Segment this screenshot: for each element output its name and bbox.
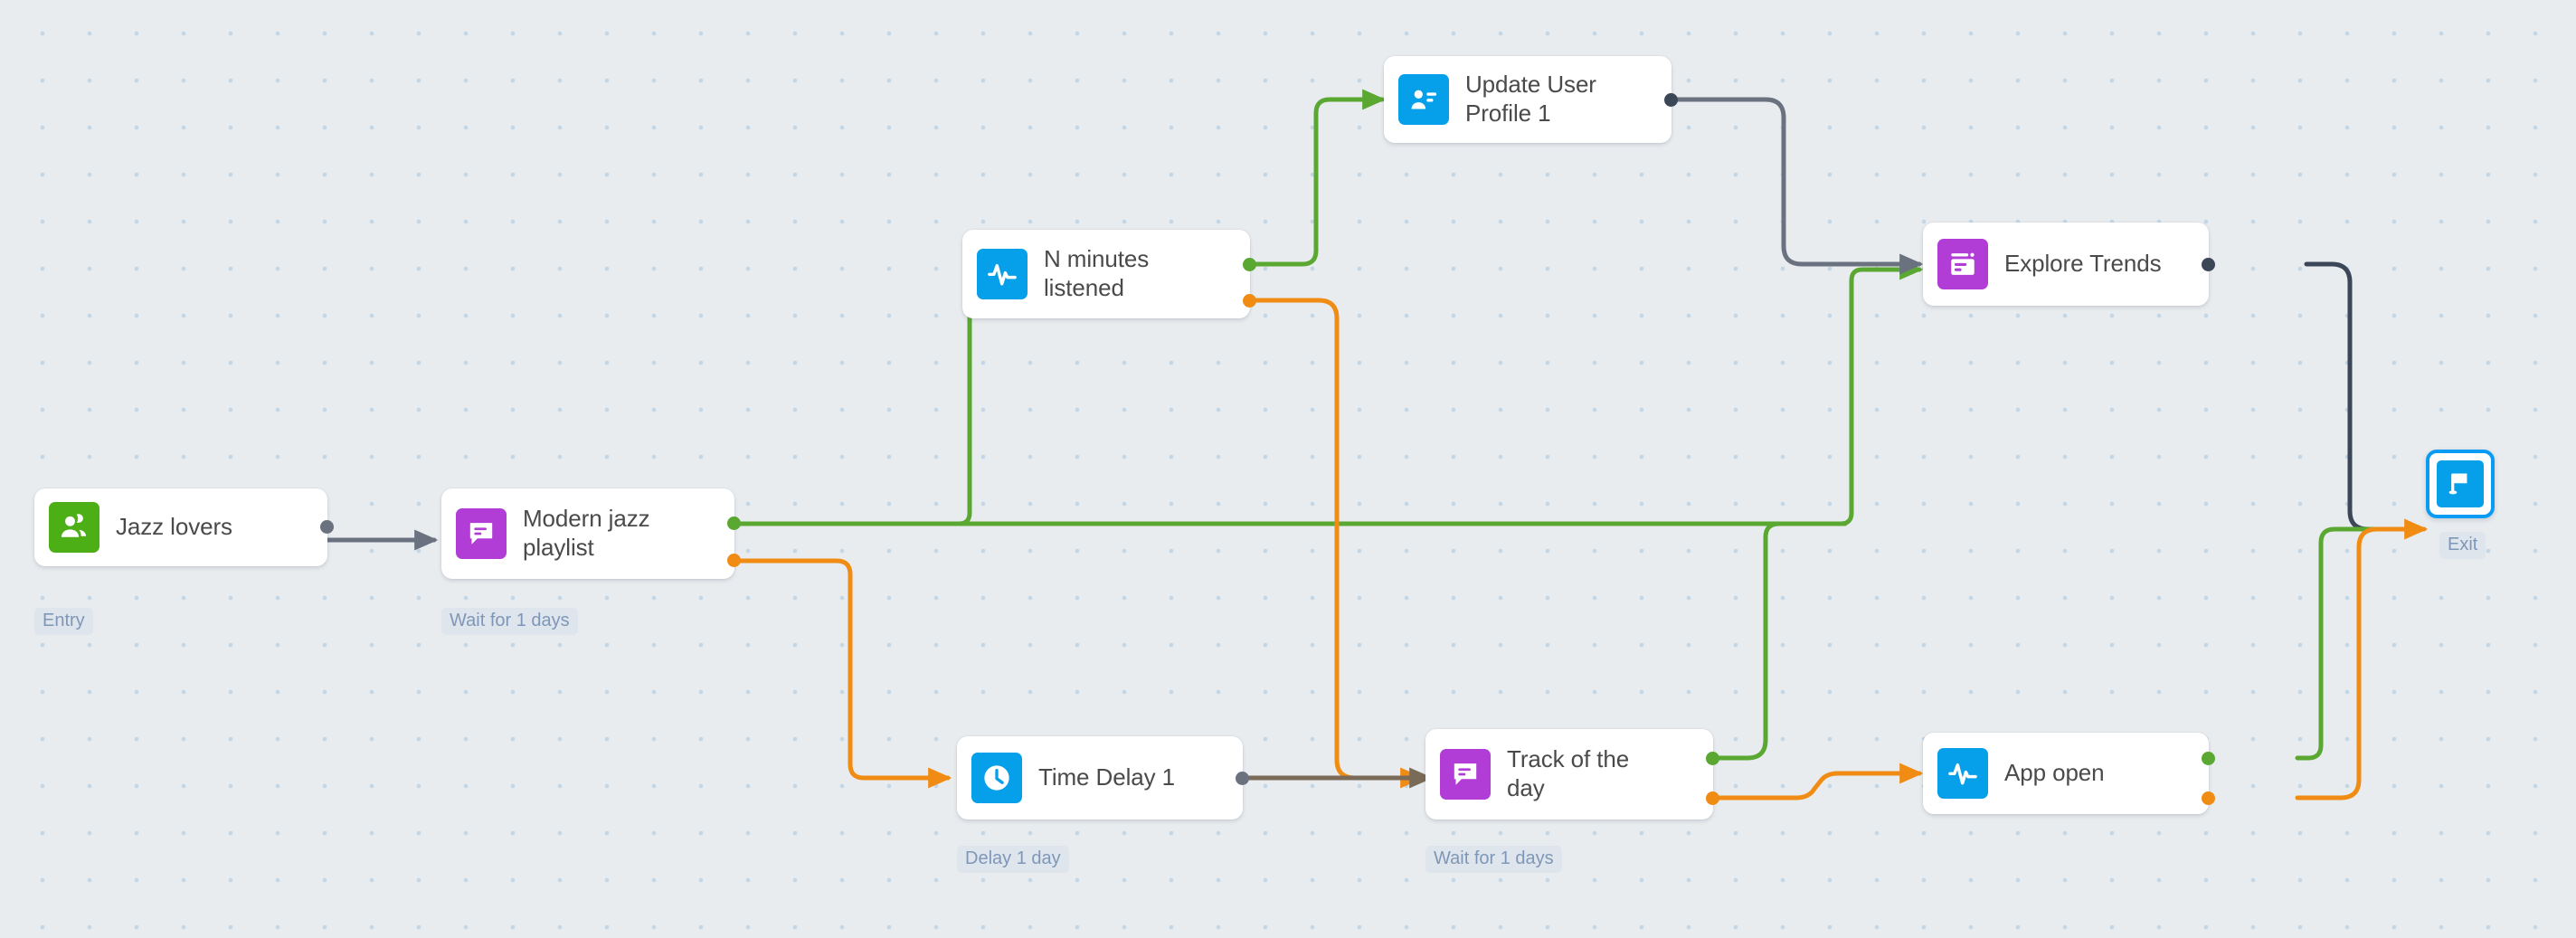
output-port-orange[interactable]: [727, 554, 741, 567]
output-port-green[interactable]: [1706, 752, 1719, 765]
node-title: Jazz lovers: [116, 513, 232, 541]
caption-exit: Exit: [2439, 532, 2486, 559]
output-port-green[interactable]: [2202, 752, 2215, 765]
node-title: Modern jazz playlist: [523, 505, 650, 561]
edge-explore-trends-to-exit: [2304, 261, 2420, 532]
node-exit[interactable]: [2426, 450, 2495, 518]
output-port-orange[interactable]: [1243, 294, 1256, 308]
audience-people-icon: [49, 502, 99, 553]
caption-delay: Delay 1 day: [957, 846, 1069, 873]
node-title: Explore Trends: [2004, 250, 2162, 278]
flag-icon: [2437, 460, 2484, 507]
in-app-message-icon: [1440, 749, 1491, 800]
in-app-window-icon: [1937, 239, 1988, 289]
output-port-green[interactable]: [1243, 258, 1256, 271]
edge-n-minutes-to-track-of-day: [1247, 298, 1425, 789]
node-update-user-profile-1[interactable]: Update User Profile 1: [1384, 56, 1678, 143]
edge-playlist-to-time-delay: [732, 558, 952, 789]
output-port[interactable]: [1664, 93, 1678, 107]
node-jazz-lovers[interactable]: Jazz lovers: [34, 488, 334, 566]
node-title: Track of the day: [1507, 745, 1630, 801]
node-time-delay-1[interactable]: Time Delay 1: [957, 736, 1249, 820]
node-explore-trends[interactable]: Explore Trends: [1923, 223, 2215, 306]
output-port[interactable]: [320, 520, 334, 534]
output-port[interactable]: [1236, 772, 1249, 785]
edge-update-profile-to-explore-trends: [1669, 97, 1924, 275]
node-title: Update User Profile 1: [1465, 71, 1596, 127]
edge-app-open-orange-to-exit: [2295, 518, 2429, 801]
node-track-of-the-day[interactable]: Track of the day: [1425, 729, 1719, 820]
node-app-open[interactable]: App open: [1923, 733, 2215, 814]
user-profile-card-icon: [1398, 74, 1449, 125]
edge-track-of-day-to-explore-trends: [1710, 521, 1848, 761]
edge-playlist-green-trunk: [732, 259, 1924, 526]
node-title: App open: [2004, 759, 2105, 787]
event-pulse-icon: [1937, 748, 1988, 799]
node-modern-jazz-playlist[interactable]: Modern jazz playlist: [441, 488, 741, 579]
caption-entry: Entry: [34, 608, 93, 635]
event-pulse-icon: [977, 249, 1028, 299]
output-port[interactable]: [2202, 258, 2215, 271]
output-port-orange[interactable]: [1706, 791, 1719, 805]
in-app-message-icon: [456, 508, 507, 559]
node-title: Time Delay 1: [1038, 763, 1175, 791]
edge-app-open-green-to-exit: [2295, 526, 2420, 761]
edge-n-minutes-to-update-profile: [1247, 89, 1387, 267]
caption-wait-track: Wait for 1 days: [1425, 846, 1562, 873]
clock-icon: [971, 753, 1022, 803]
caption-wait-playlist: Wait for 1 days: [441, 608, 578, 635]
edge-track-of-day-to-app-open: [1710, 763, 1924, 801]
output-port-orange[interactable]: [2202, 791, 2215, 805]
node-n-minutes-listened[interactable]: N minutes listened: [962, 230, 1256, 318]
output-port-green[interactable]: [727, 516, 741, 530]
node-title: N minutes listened: [1044, 245, 1150, 301]
